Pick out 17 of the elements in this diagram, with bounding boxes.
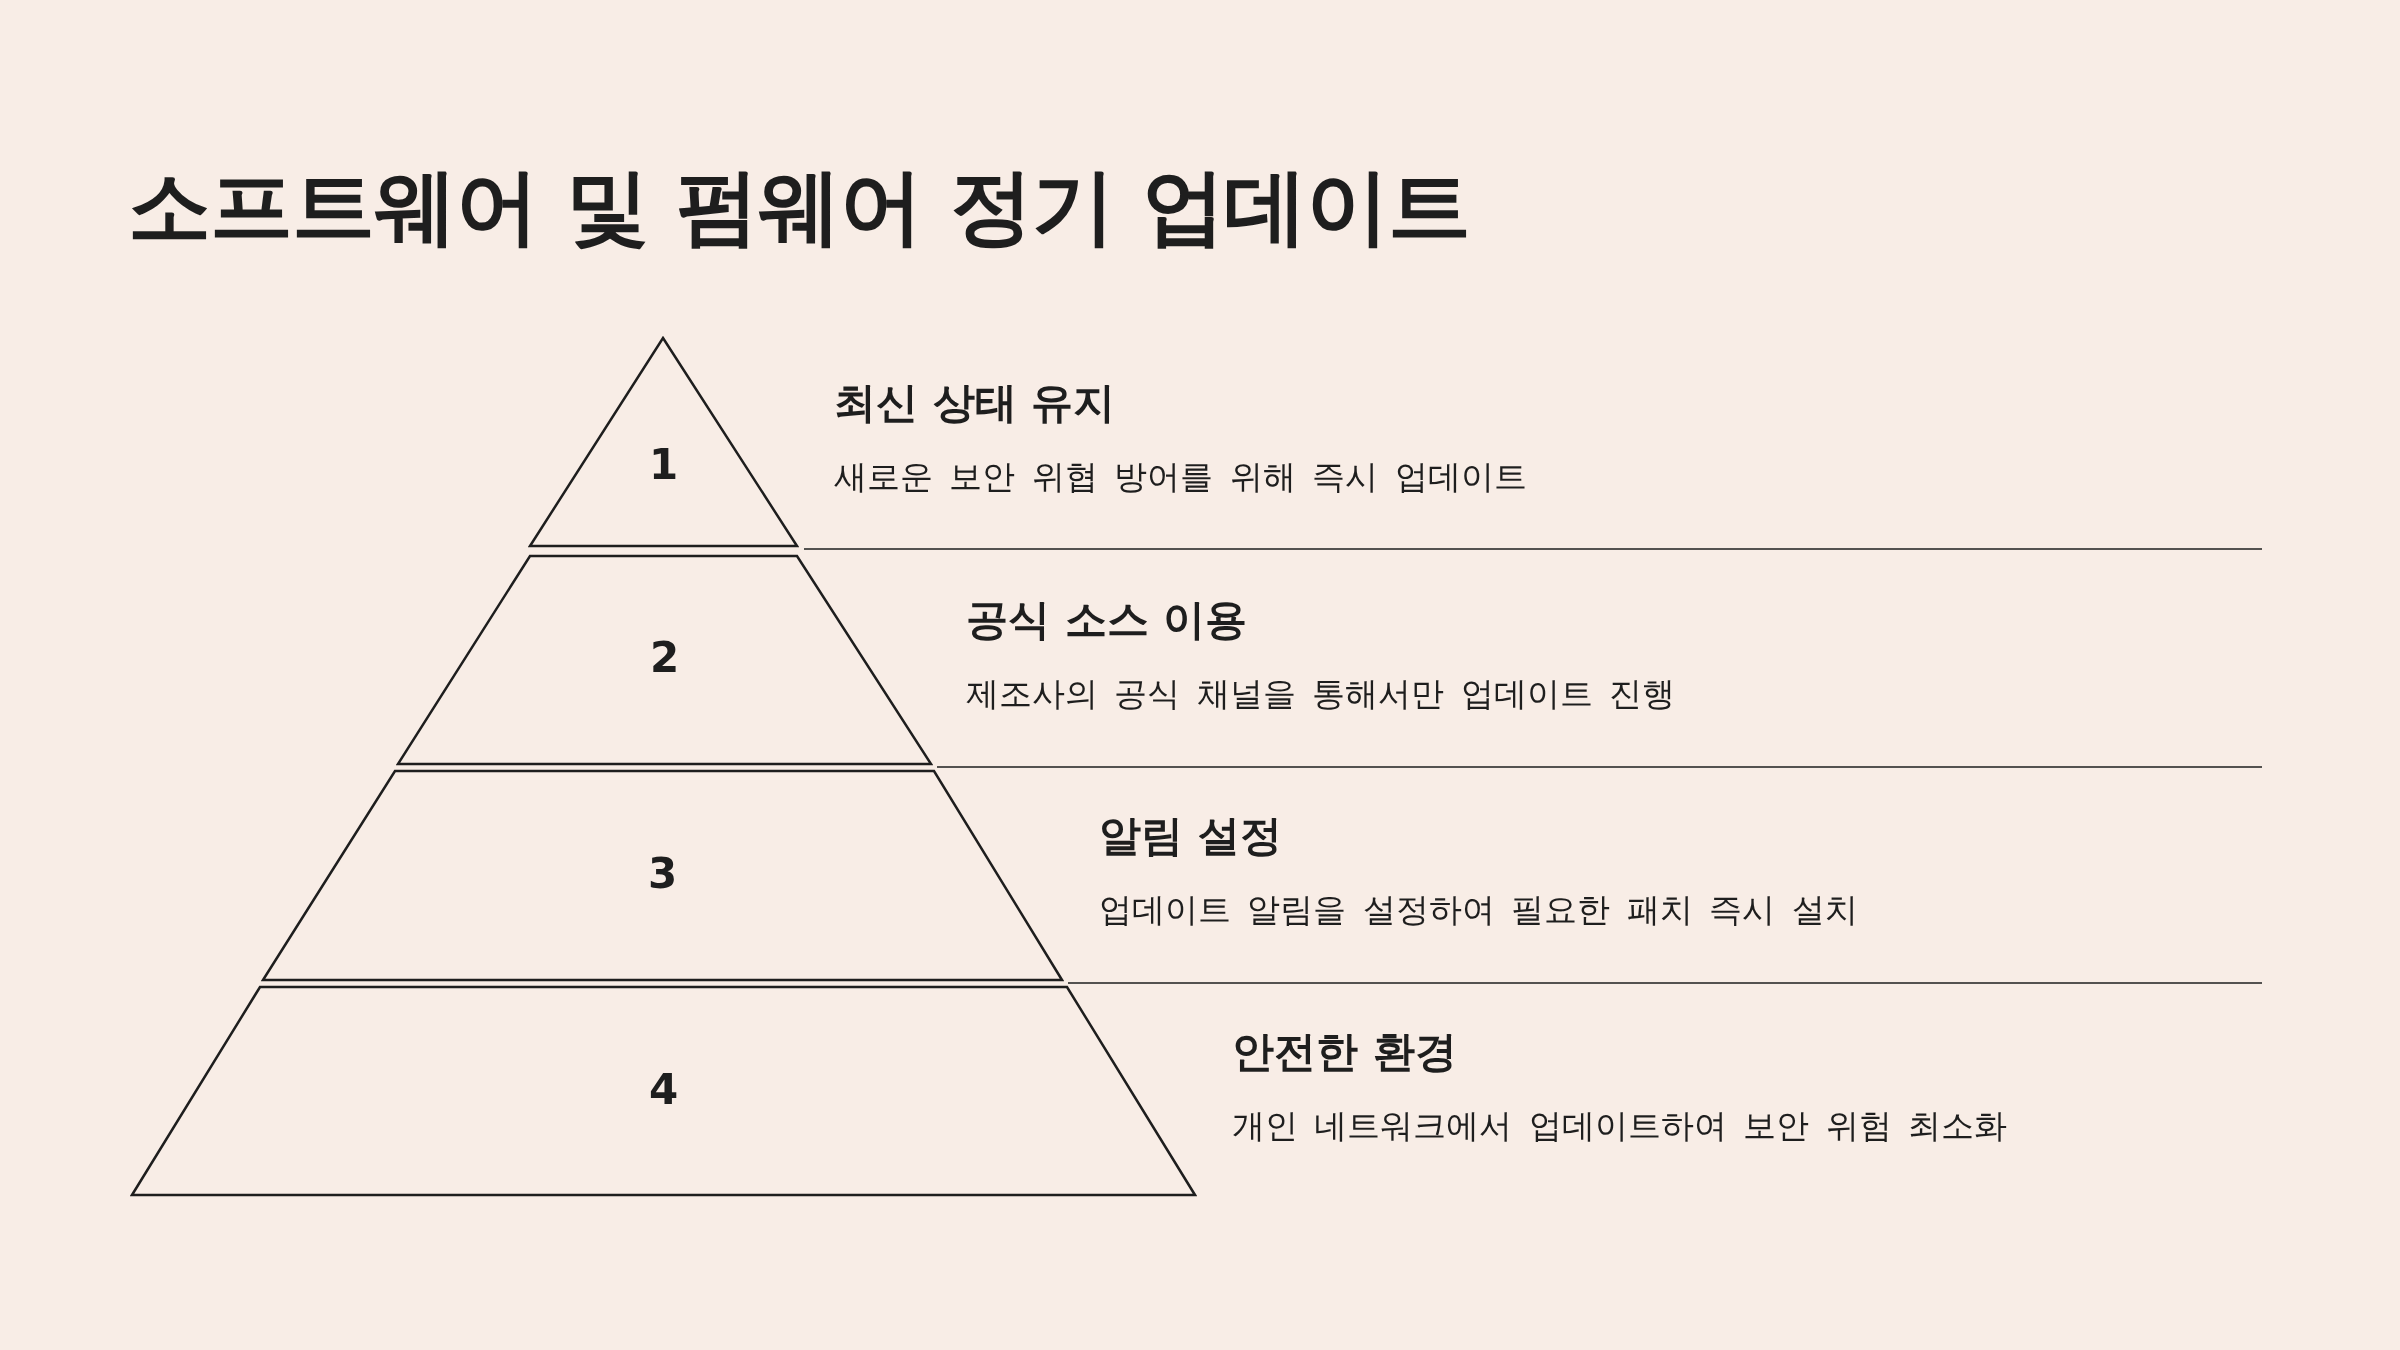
layer-description: 업데이트 알림을 설정하여 필요한 패치 즉시 설치 <box>1099 889 1858 931</box>
triangle-layer <box>528 336 799 548</box>
layer-description: 개인 네트워크에서 업데이트하여 보안 위험 최소화 <box>1232 1105 2008 1147</box>
layer-number: 3 <box>646 849 679 898</box>
layer-description: 제조사의 공식 채널을 통해서만 업데이트 진행 <box>966 673 1676 715</box>
layer-heading: 안전한 환경 <box>1232 1026 1457 1078</box>
layer-heading: 알림 설정 <box>1099 810 1282 862</box>
title: 소프트웨어 및 펌웨어 정기 업데이트 <box>128 157 1470 257</box>
layer-heading: 최신 상태 유지 <box>834 377 1116 429</box>
layer-number: 1 <box>647 440 680 489</box>
layer-number: 4 <box>647 1065 680 1114</box>
layer-description: 새로운 보안 위협 방어를 위해 즉시 업데이트 <box>834 456 1527 498</box>
trapezoid-layer <box>396 554 933 766</box>
trapezoid-layer <box>261 769 1064 982</box>
layer-heading: 공식 소스 이용 <box>966 594 1248 646</box>
layer-number: 2 <box>648 633 681 682</box>
trapezoid-layer <box>130 985 1197 1197</box>
